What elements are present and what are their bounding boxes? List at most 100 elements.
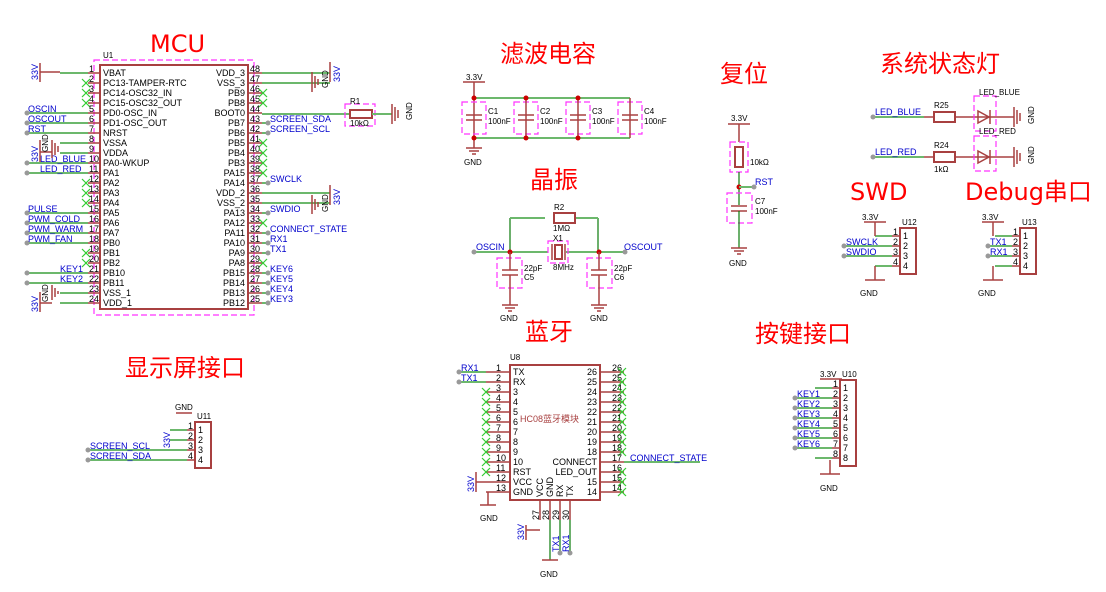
resistor-r1[interactable]: R1 10kΩ (344, 97, 376, 128)
resistor-r25[interactable]: R25 (933, 101, 956, 123)
capacitor-c5[interactable]: 22pF C5 (496, 252, 542, 305)
resistor-r24[interactable]: R24 1kΩ (933, 141, 956, 174)
crystal-x1[interactable]: X1 8MHz (547, 234, 574, 272)
led-red[interactable]: LED_RED (973, 127, 1016, 172)
capacitor-c7[interactable]: C7 100nF (726, 192, 778, 224)
led-blue[interactable]: LED_BLUE (973, 88, 1020, 132)
capacitor-c6[interactable]: 22pF C6 (586, 252, 632, 305)
